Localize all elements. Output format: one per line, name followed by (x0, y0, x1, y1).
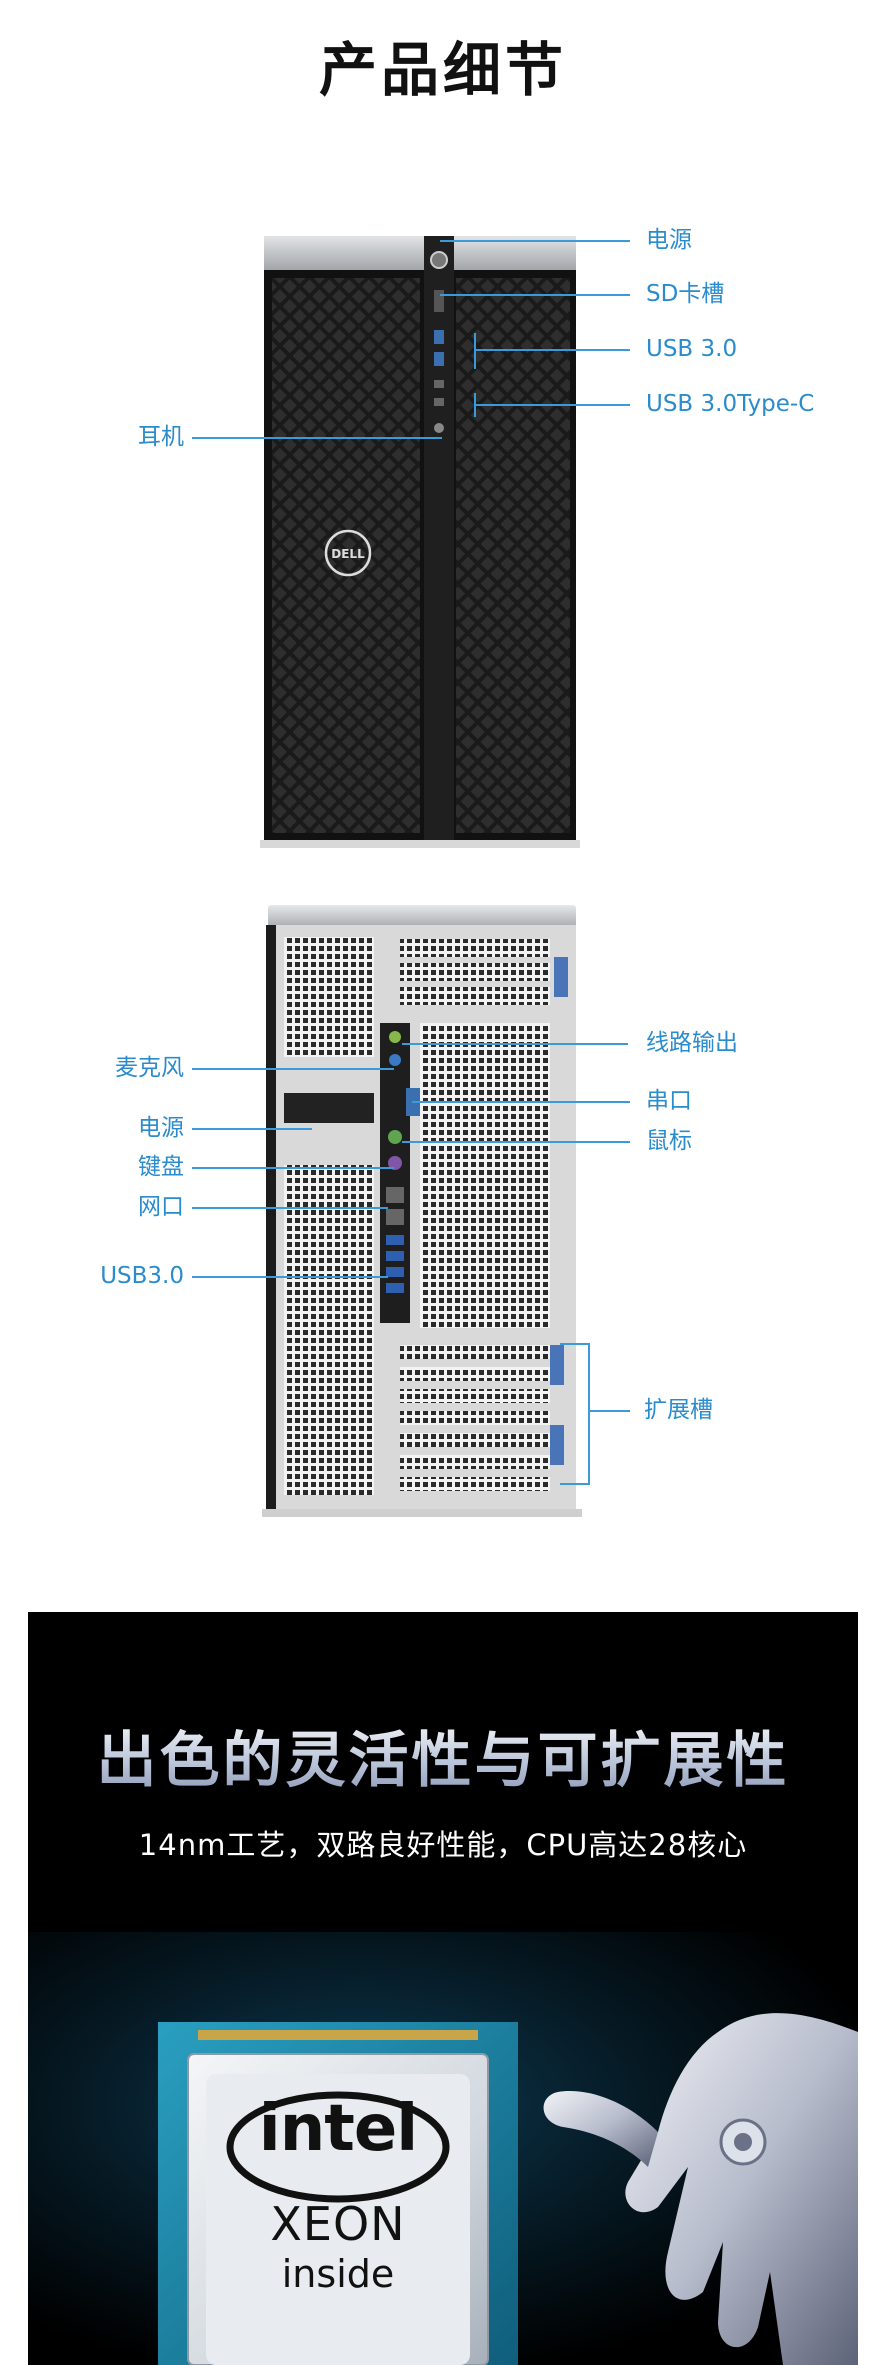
xeon-logo-text: XEON (270, 2197, 406, 2251)
leader-expansion (588, 1410, 630, 1412)
intel-logo-text: intel (258, 2092, 418, 2166)
inside-logo-text: inside (281, 2252, 395, 2296)
leader-headphone (192, 437, 442, 439)
label-line-out: 线路输出 (646, 1030, 738, 1056)
label-front-usb30: USB 3.0 (646, 336, 738, 362)
svg-text:DELL: DELL (331, 547, 365, 561)
tower-rear-image (262, 905, 582, 1517)
leader-mouse (402, 1141, 630, 1143)
label-mic: 麦克风 (115, 1055, 184, 1081)
bracket-expansion-top (560, 1343, 590, 1345)
label-headphone: 耳机 (138, 424, 184, 450)
leader-mic (192, 1068, 394, 1070)
promo-headline: 出色的灵活性与可扩展性 (28, 1712, 858, 1799)
leader-usb30 (474, 349, 630, 351)
promo-banner: 出色的灵活性与可扩展性 14nm工艺，双路良好性能，CPU高达28核心 (28, 1612, 858, 2365)
leader-sd (440, 294, 630, 296)
label-keyboard: 键盘 (138, 1154, 184, 1180)
intel-badge: intel XEON inside (158, 2022, 518, 2365)
tower-front-image: DELL (260, 236, 580, 848)
label-rear-usb30: USB3.0 (100, 1263, 184, 1289)
leader-keyboard (192, 1167, 394, 1169)
leader-network (192, 1207, 388, 1209)
label-network: 网口 (138, 1194, 184, 1220)
leader-line-out (402, 1043, 628, 1045)
bracket-usb (474, 333, 476, 369)
bracket-expansion-bottom (560, 1483, 590, 1485)
label-front-power: 电源 (646, 227, 692, 253)
bracket-expansion (588, 1343, 590, 1485)
label-sd-slot: SD卡槽 (646, 281, 725, 307)
label-usb-typec: USB 3.0Type-C (646, 391, 815, 417)
leader-power (440, 240, 630, 242)
label-serial: 串口 (646, 1088, 692, 1114)
leader-typec (474, 404, 630, 406)
label-rear-power: 电源 (138, 1115, 184, 1141)
section-title: 产品细节 (318, 36, 567, 104)
label-mouse: 鼠标 (646, 1128, 692, 1154)
leader-serial (412, 1101, 630, 1103)
leader-rear-power (192, 1128, 312, 1130)
intel-xeon-chip-image (158, 2022, 518, 2365)
leader-rear-usb (192, 1276, 388, 1278)
robot-hand-image (543, 2013, 858, 2365)
promo-subline: 14nm工艺，双路良好性能，CPU高达28核心 (138, 1828, 748, 1862)
label-expansion: 扩展槽 (644, 1397, 713, 1423)
